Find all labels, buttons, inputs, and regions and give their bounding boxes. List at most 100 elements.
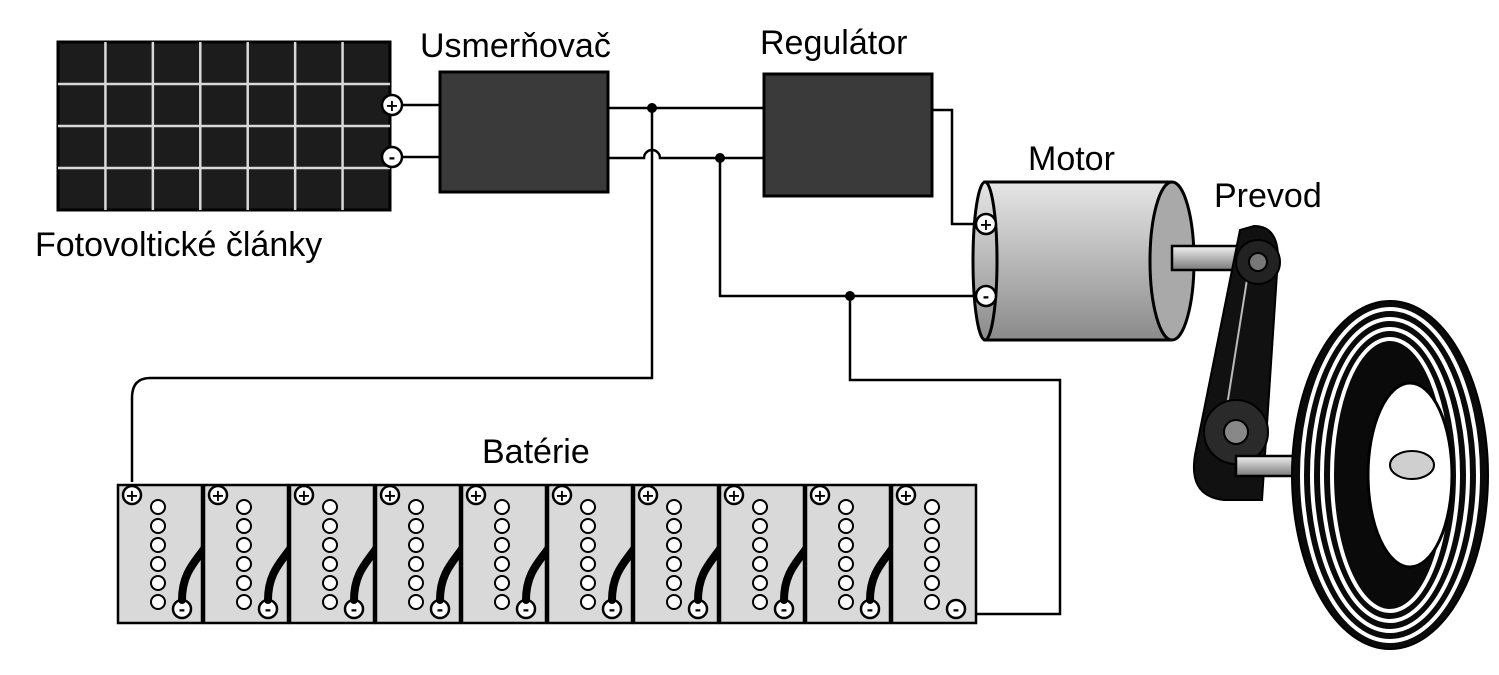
battery-cell	[494, 537, 510, 553]
battery-cell	[580, 556, 596, 572]
battery-cell	[236, 499, 252, 515]
battery-cell	[580, 594, 596, 610]
battery-cell	[838, 575, 854, 591]
battery-cell	[752, 575, 768, 591]
battery-plus-terminal: +	[637, 484, 659, 506]
battery-cell	[408, 575, 424, 591]
motor-minus-terminal: -	[974, 284, 998, 308]
battery-plus-symbol: +	[727, 486, 740, 505]
battery-cell	[580, 575, 596, 591]
battery-cell	[752, 499, 768, 515]
wire-battery-plus	[130, 108, 654, 482]
battery-minus-symbol: -	[179, 600, 186, 619]
battery-cell	[322, 594, 338, 610]
battery-cell	[236, 575, 252, 591]
battery-cell	[494, 518, 510, 534]
battery-cell	[150, 594, 166, 610]
battery-minus-terminal: -	[343, 598, 365, 620]
battery-minus-symbol: -	[437, 600, 444, 619]
battery-cell	[838, 556, 854, 572]
battery-cell	[494, 594, 510, 610]
solar-panel	[56, 40, 392, 212]
battery-minus-symbol: -	[781, 600, 788, 619]
motor	[971, 180, 1254, 342]
wire-battery-minus	[848, 296, 1062, 616]
battery-cell	[150, 575, 166, 591]
battery-plus-symbol: +	[125, 486, 138, 505]
battery-cell	[236, 518, 252, 534]
battery-cell	[838, 499, 854, 515]
regulator-label: Regulátor	[760, 24, 907, 62]
battery-cell	[924, 499, 940, 515]
battery-cell	[666, 594, 682, 610]
battery-cell	[838, 518, 854, 534]
battery-cell	[580, 499, 596, 515]
battery: +-	[890, 483, 978, 625]
battery-cell	[924, 537, 940, 553]
battery-cell	[924, 594, 940, 610]
battery-plus-terminal: +	[121, 484, 143, 506]
battery-cell	[494, 575, 510, 591]
battery: +-	[202, 483, 290, 625]
battery-cell	[322, 537, 338, 553]
battery-bank: +-+-+-+-+-+-+-+-+-+-	[116, 483, 978, 625]
battery-plus-terminal: +	[207, 484, 229, 506]
rectifier-label: Usmerňovač	[420, 27, 611, 65]
regulator-box	[762, 72, 934, 198]
battery-cell	[150, 499, 166, 515]
battery-cell	[236, 594, 252, 610]
battery-minus-symbol: -	[609, 600, 616, 619]
panel-minus-symbol: -	[389, 148, 396, 167]
motor-minus-symbol: -	[983, 287, 990, 306]
motor-plus-terminal: +	[974, 212, 998, 236]
battery: +-	[632, 483, 720, 625]
motor-plus-symbol: +	[979, 215, 992, 234]
tread-line	[1300, 307, 1480, 643]
junction-dot	[845, 291, 855, 301]
battery-cell	[322, 499, 338, 515]
tread-line	[1310, 317, 1470, 633]
battery-plus-symbol: +	[555, 486, 568, 505]
battery-plus-terminal: +	[379, 484, 401, 506]
wire-rect-reg-minus	[608, 148, 764, 160]
battery-minus-symbol: -	[351, 600, 358, 619]
battery-cell	[494, 556, 510, 572]
batteries-label: Batérie	[482, 433, 590, 471]
battery-cell	[752, 556, 768, 572]
battery-plus-terminal: +	[551, 484, 573, 506]
battery-cell	[322, 575, 338, 591]
solar-panel-label: Fotovoltické články	[35, 226, 322, 264]
battery-cell	[408, 537, 424, 553]
battery-cell	[580, 518, 596, 534]
battery-cell	[752, 537, 768, 553]
wire-reg-motor-plus	[932, 108, 976, 226]
wheel-hub	[1389, 450, 1435, 480]
battery-plus-symbol: +	[383, 486, 396, 505]
battery-cell	[408, 594, 424, 610]
junction-dot	[647, 103, 657, 113]
battery-cell	[494, 499, 510, 515]
panel-minus-terminal: -	[380, 145, 404, 169]
battery-cell	[408, 556, 424, 572]
battery-cell	[924, 518, 940, 534]
battery-plus-symbol: +	[211, 486, 224, 505]
junction-dot	[715, 153, 725, 163]
battery-minus-symbol: -	[265, 600, 272, 619]
battery: +-	[374, 483, 462, 625]
battery-cell	[236, 537, 252, 553]
battery: +-	[288, 483, 376, 625]
battery-cell	[838, 537, 854, 553]
battery-cell	[236, 556, 252, 572]
battery-cell	[752, 518, 768, 534]
battery-cell	[666, 556, 682, 572]
panel-plus-symbol: +	[385, 96, 398, 115]
wheel	[1291, 300, 1489, 650]
panel-plus-terminal: +	[380, 93, 404, 117]
battery-cell	[666, 575, 682, 591]
rectifier-box	[438, 70, 610, 194]
battery-cell	[752, 594, 768, 610]
battery-plus-terminal: +	[809, 484, 831, 506]
battery-cell	[322, 518, 338, 534]
battery-cell	[150, 518, 166, 534]
